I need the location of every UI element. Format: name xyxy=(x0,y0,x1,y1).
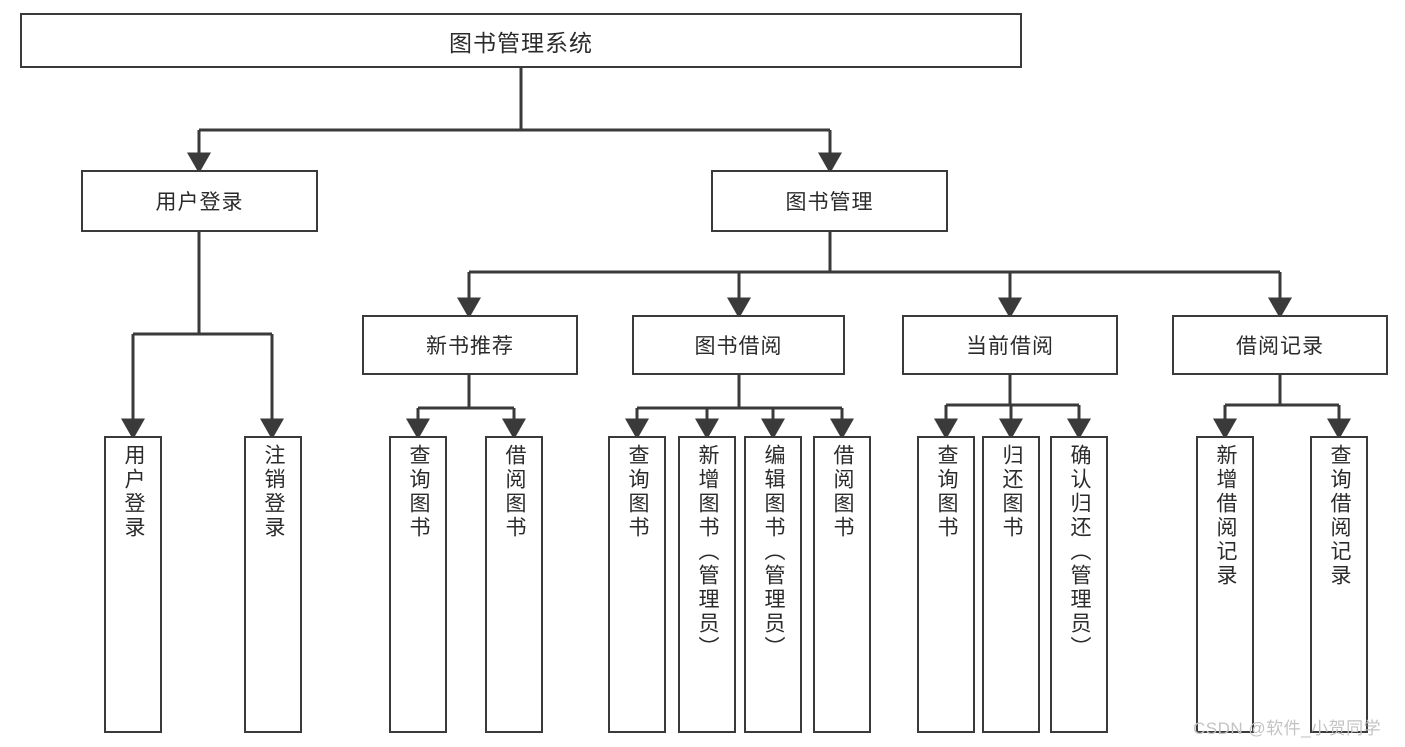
node-label: 用户登录 xyxy=(155,191,244,214)
node-label: 图书借阅 xyxy=(694,335,783,358)
node-label: 注销登录 xyxy=(262,444,286,540)
node-label: 新增借阅记录 xyxy=(1214,444,1238,588)
csdn-watermark: CSDN @软件_小贺同学 xyxy=(1193,719,1382,738)
node-leaf-0[interactable]: 用户登录 xyxy=(104,436,162,733)
node-level3-0[interactable]: 新书推荐 xyxy=(362,315,578,375)
node-leaf-7[interactable]: 借阅图书 xyxy=(813,436,871,733)
node-leaf-10[interactable]: 确认归还（管理员） xyxy=(1050,436,1108,733)
node-label: 图书管理系统 xyxy=(449,29,593,56)
node-leaf-5[interactable]: 新增图书（管理员） xyxy=(678,436,736,733)
node-leaf-2[interactable]: 查询图书 xyxy=(389,436,447,733)
node-label: 借阅图书 xyxy=(831,444,855,540)
node-label: 归还图书 xyxy=(1000,444,1024,540)
node-leaf-8[interactable]: 查询图书 xyxy=(917,436,975,733)
node-label: 用户登录 xyxy=(122,444,146,540)
node-label: 新书推荐 xyxy=(426,335,514,358)
node-leaf-1[interactable]: 注销登录 xyxy=(244,436,302,733)
node-leaf-12[interactable]: 查询借阅记录 xyxy=(1310,436,1368,733)
node-leaf-11[interactable]: 新增借阅记录 xyxy=(1196,436,1254,733)
node-level2-1[interactable]: 图书管理 xyxy=(711,170,948,232)
node-label: 当前借阅 xyxy=(966,335,1054,358)
node-leaf-6[interactable]: 编辑图书（管理员） xyxy=(744,436,802,733)
node-label: 借阅记录 xyxy=(1236,335,1324,358)
node-leaf-9[interactable]: 归还图书 xyxy=(982,436,1040,733)
node-level2-0[interactable]: 用户登录 xyxy=(81,170,318,232)
node-leaf-3[interactable]: 借阅图书 xyxy=(485,436,543,733)
node-book-management-system[interactable]: 图书管理系统 xyxy=(20,13,1022,68)
node-level3-3[interactable]: 借阅记录 xyxy=(1172,315,1388,375)
node-label: 新增图书（管理员） xyxy=(696,444,720,660)
node-level3-1[interactable]: 图书借阅 xyxy=(632,315,845,375)
node-label: 查询借阅记录 xyxy=(1328,444,1352,588)
node-label: 图书管理 xyxy=(785,191,874,214)
node-label: 编辑图书（管理员） xyxy=(762,444,786,660)
node-label: 查询图书 xyxy=(935,444,959,540)
node-leaf-4[interactable]: 查询图书 xyxy=(608,436,666,733)
node-label: 确认归还（管理员） xyxy=(1068,444,1092,660)
node-level3-2[interactable]: 当前借阅 xyxy=(902,315,1118,375)
node-label: 借阅图书 xyxy=(503,444,527,540)
node-label: 查询图书 xyxy=(626,444,650,540)
node-label: 查询图书 xyxy=(407,444,431,540)
